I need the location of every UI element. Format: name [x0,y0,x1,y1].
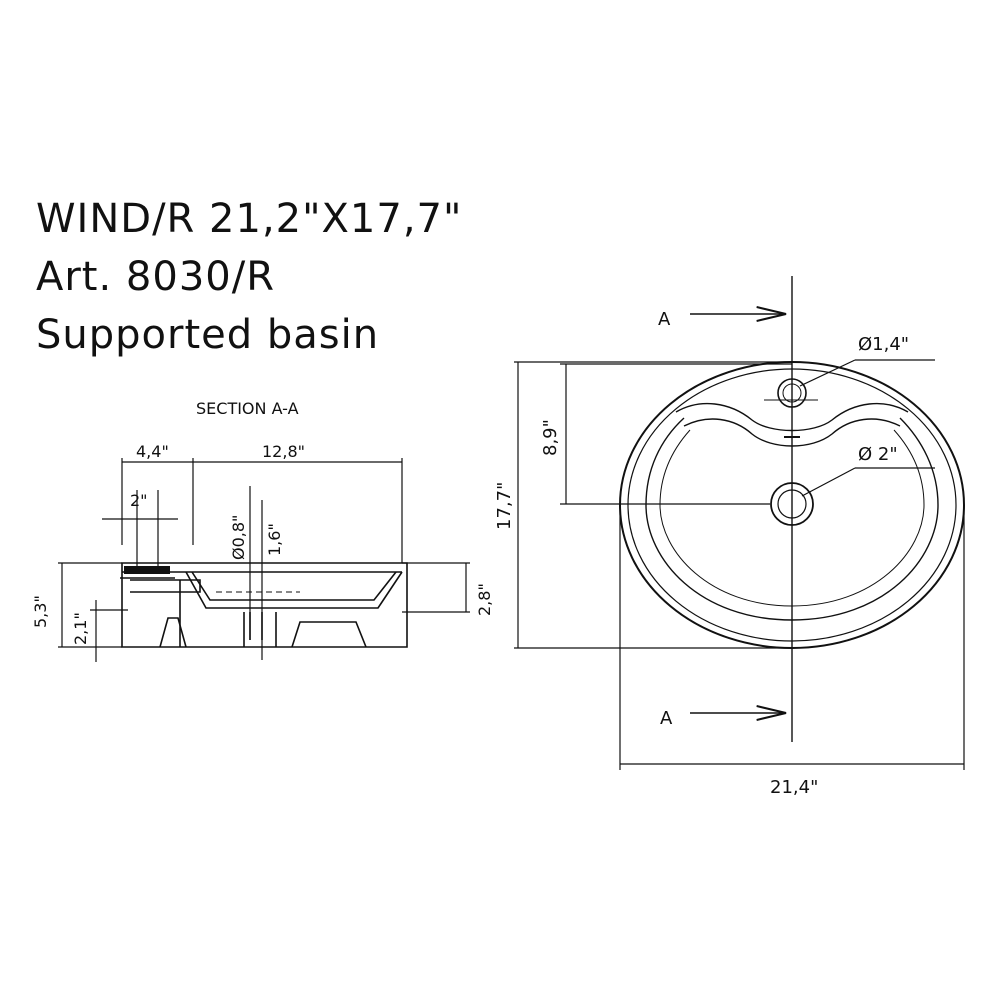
dim-depth: 17,7" [494,482,515,530]
dim-width: 21,4" [770,777,818,798]
section-top-dimension [121,458,403,563]
section-right-dimension [402,562,470,613]
dim-drain: Ø 2" [858,444,898,465]
section-dim-2-1: 2,1" [71,612,90,645]
dim-offset-lines [560,363,792,505]
section-dim-drain-h: 1,6" [265,523,284,556]
title-line-description: Supported basin [36,312,380,358]
section-label: SECTION A-A [196,399,299,418]
tap-hole-inner [782,383,802,403]
section-inner-dimension [102,490,178,570]
tap-hole-leader [799,359,856,387]
section-marker-bottom: A [660,708,673,729]
section-dim-drain-dia: Ø0,8" [229,515,248,560]
section-dim-5-3: 5,3" [31,595,50,628]
section-view: SECTION A-A 4,4" 12,8" 2" Ø0,8" 1,6" [31,399,494,662]
title-line-model: WIND/R 21,2"X17,7" [36,196,463,242]
dim-tap-hole: Ø1,4" [858,334,909,355]
tap-hole [777,378,807,408]
tap-deck [675,402,909,447]
section-dim-2-8: 2,8" [475,583,494,616]
section-dim-4-4: 4,4" [136,442,169,461]
section-drain-dimension [249,486,263,660]
section-left-dimensions [58,562,128,662]
drain-outer [770,482,814,526]
section-dim-12-8: 12,8" [262,442,305,461]
section-profile [120,562,408,648]
section-overflow-slot [124,566,170,574]
section-dim-2: 2" [130,491,148,510]
plan-view: A A Ø1,4" Ø 2" [494,276,965,798]
dim-depth-lines [514,361,792,649]
drain-leader [801,467,856,497]
section-marker-top: A [658,309,671,330]
title-line-article: Art. 8030/R [36,254,275,300]
dim-offset: 8,9" [540,419,561,456]
dim-width-lines [619,505,965,770]
drain-inner [777,489,807,519]
